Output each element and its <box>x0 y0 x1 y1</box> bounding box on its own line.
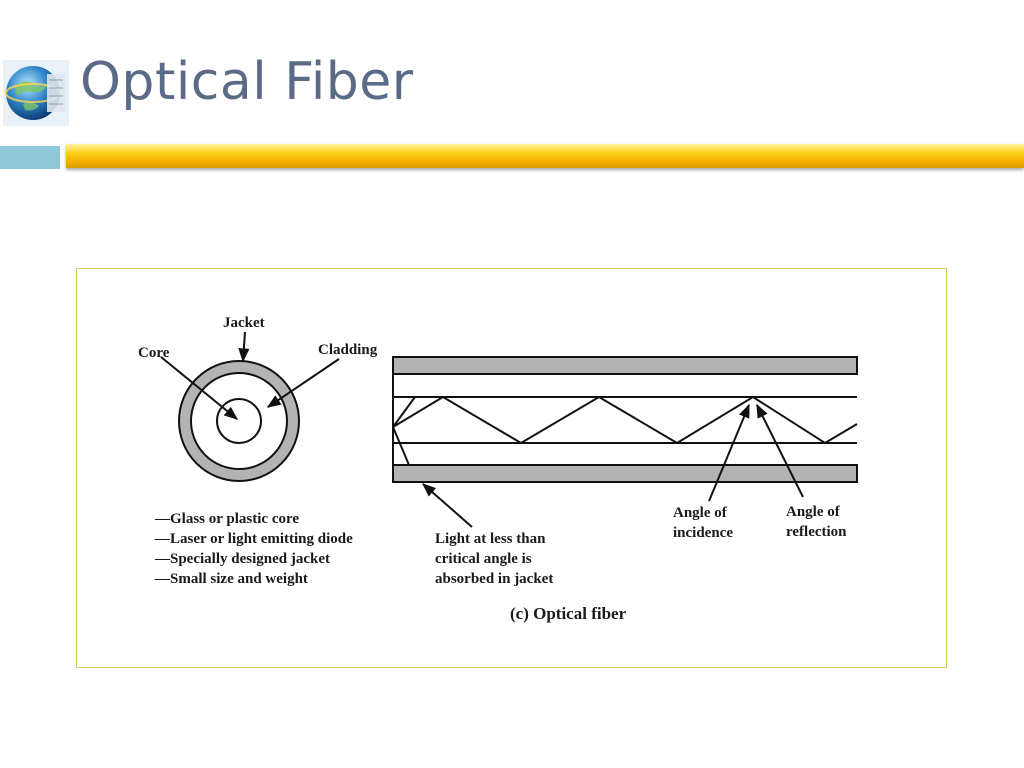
feature-list: —Glass or plastic core —Laser or light e… <box>154 511 357 587</box>
fiber-cross-section <box>178 360 300 482</box>
reflection-arrow <box>756 403 804 498</box>
core-arrow <box>160 356 239 420</box>
title-underline-bar <box>66 144 1024 168</box>
core-circle <box>216 398 262 444</box>
figure-frame: Jacket Core Cladding Angle of incidence … <box>76 268 947 668</box>
label-angle-reflection: Angle of reflection <box>786 504 847 540</box>
fiber-longitudinal <box>392 356 858 483</box>
label-absorbed: Light at less than critical angle is abs… <box>435 531 553 587</box>
label-cladding: Cladding <box>318 342 378 358</box>
light-ray-path <box>392 395 858 445</box>
incidence-arrow <box>708 403 750 502</box>
absorbed-arrow <box>421 483 473 528</box>
accent-block <box>0 146 60 169</box>
label-core: Core <box>138 345 170 361</box>
figure-caption: (c) Optical fiber <box>510 604 627 623</box>
label-jacket: Jacket <box>223 315 265 331</box>
cladding-arrow <box>266 358 340 408</box>
globe-logo-icon <box>3 60 69 126</box>
absorbed-ray <box>392 396 416 428</box>
slide-title: Optical Fiber <box>80 52 414 112</box>
upper-jacket-band <box>392 356 858 375</box>
absorbed-ray-segment <box>392 426 410 466</box>
optical-fiber-diagram: Jacket Core Cladding Angle of incidence … <box>138 315 858 623</box>
label-angle-incidence: Angle of incidence <box>673 505 733 541</box>
jacket-arrow <box>238 331 250 363</box>
